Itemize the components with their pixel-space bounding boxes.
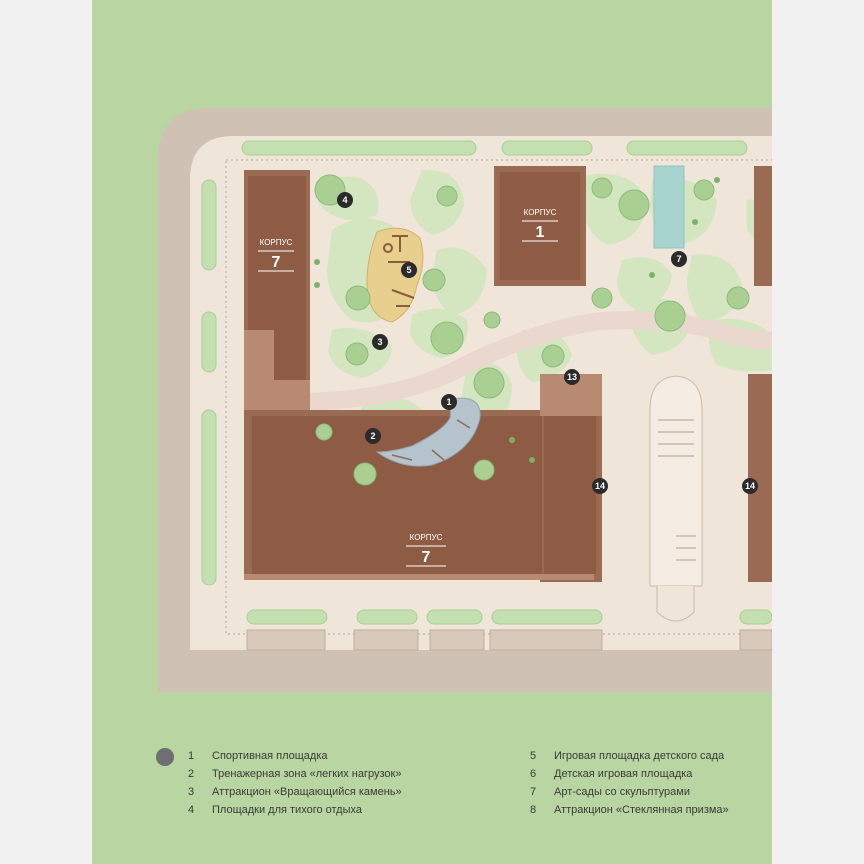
legend-num: 7 <box>530 786 537 798</box>
parking-strip <box>246 629 772 651</box>
marker-13[interactable]: 13 <box>564 369 580 385</box>
marker-7[interactable]: 7 <box>671 251 687 267</box>
hedge-rows <box>201 140 772 625</box>
building-far-east-bottom <box>748 374 772 582</box>
legend-num: 4 <box>188 804 195 816</box>
legend-num: 6 <box>530 768 537 780</box>
legend-text: Аттракцион «Стеклянная призма» <box>554 804 729 816</box>
site-plan-map: КОРПУС 7 КОРПУС 1 КОРПУС 7 1 2 3 <box>158 108 772 692</box>
svg-text:2: 2 <box>370 431 375 441</box>
svg-text:1: 1 <box>446 397 451 407</box>
legend-num: 1 <box>188 750 195 762</box>
marker-1[interactable]: 1 <box>441 394 457 410</box>
legend-marker-dot <box>156 748 174 766</box>
legend-text: Детская игровая площадка <box>554 768 693 780</box>
building-label-7-west: КОРПУС 7 <box>258 238 294 272</box>
legend-text: Арт-сады со скульптурами <box>554 786 690 798</box>
legend: 1 Спортивная площадка 2 Тренажерная зона… <box>92 740 772 840</box>
legend-num: 2 <box>188 768 195 780</box>
arched-lane <box>649 375 703 587</box>
svg-text:3: 3 <box>377 337 382 347</box>
svg-text:5: 5 <box>406 265 411 275</box>
building-1-korpus: КОРПУС <box>524 208 557 217</box>
building-7-south-number: 7 <box>422 549 431 566</box>
map-markers: 1 2 3 4 5 7 13 14 14 <box>337 192 758 494</box>
marker-4[interactable]: 4 <box>337 192 353 208</box>
building-label-7-south: КОРПУС 7 <box>406 533 446 567</box>
rotating-stone-crescent <box>375 397 481 467</box>
legend-text: Аттракцион «Вращающийся камень» <box>212 786 402 798</box>
garden-path <box>293 311 772 411</box>
legend-num: 8 <box>530 804 537 816</box>
legend-text: Тренажерная зона «легких нагрузок» <box>212 768 402 780</box>
building-7-west-korpus: КОРПУС <box>260 238 293 247</box>
marker-14-east[interactable]: 14 <box>742 478 758 494</box>
svg-text:13: 13 <box>567 372 577 382</box>
right-margin <box>772 0 864 864</box>
building-7-south-korpus: КОРПУС <box>410 533 443 542</box>
marker-2[interactable]: 2 <box>365 428 381 444</box>
marker-3[interactable]: 3 <box>372 334 388 350</box>
site-plan-panel: КОРПУС 7 КОРПУС 1 КОРПУС 7 1 2 3 <box>92 0 772 864</box>
svg-text:4: 4 <box>342 195 347 205</box>
marker-5[interactable]: 5 <box>401 262 417 278</box>
building-7-west-number: 7 <box>272 254 281 271</box>
building-far-east-top <box>754 166 772 286</box>
legend-text: Игровая площадка детского сада <box>554 750 725 762</box>
left-margin <box>0 0 92 864</box>
legend-num: 5 <box>530 750 537 762</box>
site-boundary <box>225 159 772 635</box>
kids-playground <box>366 227 424 323</box>
building-label-1: КОРПУС 1 <box>522 208 558 242</box>
svg-text:7: 7 <box>676 254 681 264</box>
trees <box>314 174 750 486</box>
legend-text: Спортивная площадка <box>212 750 328 762</box>
legend-num: 3 <box>188 786 195 798</box>
svg-text:14: 14 <box>745 481 755 491</box>
svg-text:14: 14 <box>595 481 605 491</box>
legend-text: Площадки для тихого отдыха <box>212 804 363 816</box>
building-1-number: 1 <box>536 224 545 241</box>
marker-14-west[interactable]: 14 <box>592 478 608 494</box>
